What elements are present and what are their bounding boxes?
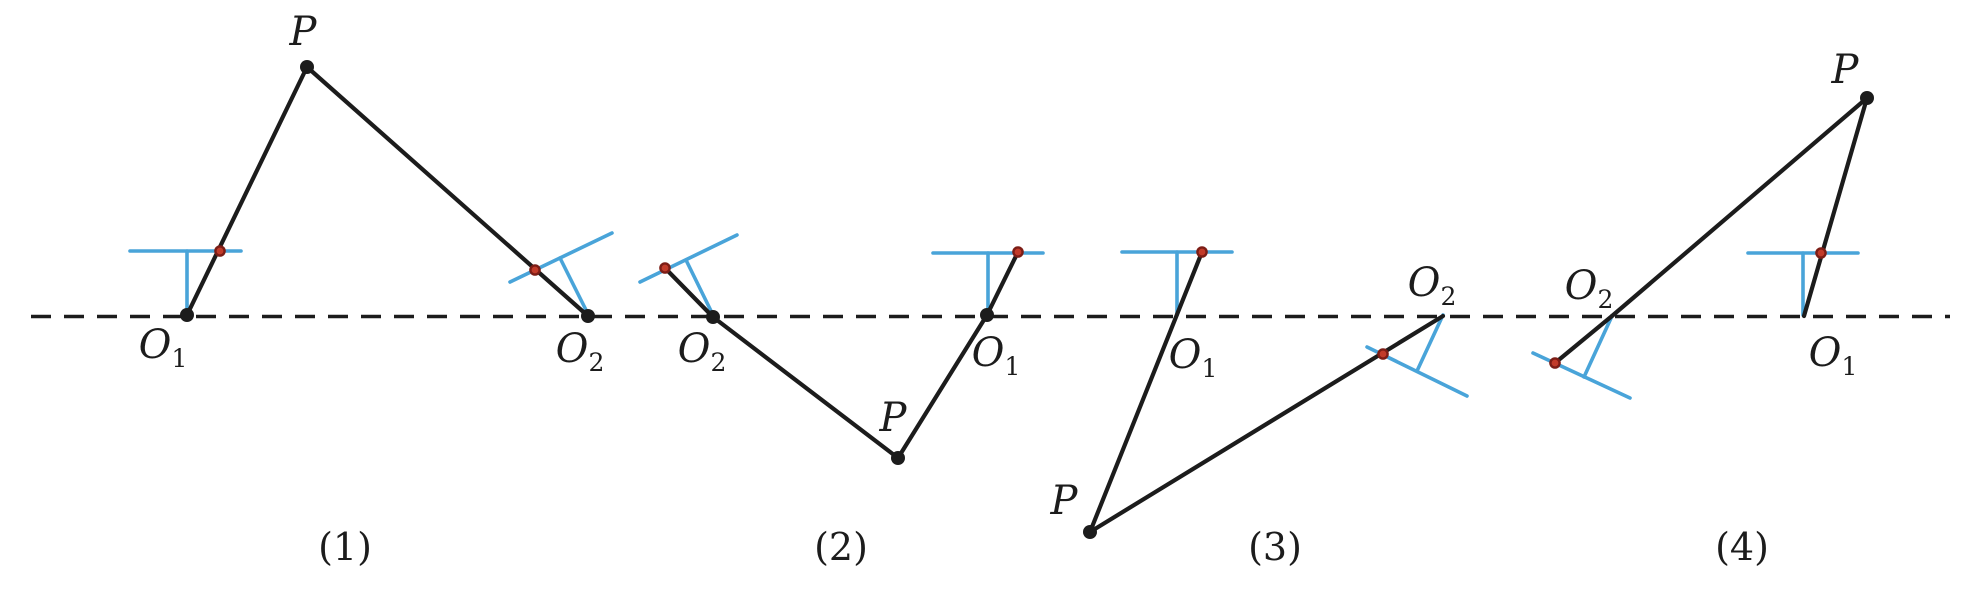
point-label-O1: O1 xyxy=(1809,330,1858,381)
figure-caption-2: (2) xyxy=(814,525,868,569)
mirror-2 xyxy=(1746,251,1860,317)
incidence-red-dot xyxy=(1196,246,1208,258)
point-dot xyxy=(180,308,194,322)
figure-caption-4: (4) xyxy=(1715,525,1769,569)
incidence-red-dot xyxy=(1012,246,1024,258)
label-subscript: 2 xyxy=(588,348,604,377)
point-label-P: P xyxy=(879,395,908,441)
label-subscript: 1 xyxy=(1004,352,1020,381)
incidence-red-dot xyxy=(529,264,541,276)
mirror-1 xyxy=(1531,314,1632,400)
mirror-bar xyxy=(1531,351,1632,400)
point-dot xyxy=(300,60,314,74)
label-subscript: 2 xyxy=(1597,285,1613,314)
point-dot xyxy=(1083,525,1097,539)
point-label-O2: O2 xyxy=(1408,260,1457,311)
mirror-1 xyxy=(638,233,739,317)
mirror-stem xyxy=(684,258,715,317)
point-dot xyxy=(1860,91,1874,105)
label-base: O xyxy=(972,330,1005,376)
point-label-O2: O2 xyxy=(556,326,605,377)
light-ray-segment xyxy=(1087,249,1205,535)
point-dot xyxy=(891,451,905,465)
light-ray-segment xyxy=(984,249,1021,318)
figure-caption-3: (3) xyxy=(1248,525,1302,569)
mirror-bar xyxy=(638,233,739,284)
mirror-2 xyxy=(508,231,614,316)
figure-caption-1: (1) xyxy=(318,525,372,569)
point-label-P: P xyxy=(1831,47,1860,93)
point-label-O1: O1 xyxy=(139,322,188,373)
point-label-O2: O2 xyxy=(1565,263,1614,314)
incidence-red-dot xyxy=(214,245,226,257)
label-subscript: 2 xyxy=(710,348,726,377)
label-subscript: 1 xyxy=(1201,354,1217,383)
point-label-O1: O1 xyxy=(972,330,1021,381)
label-base: O xyxy=(678,326,711,372)
incidence-red-dot xyxy=(659,262,671,274)
label-subscript: 1 xyxy=(1841,352,1857,381)
incidence-red-dot xyxy=(1549,357,1561,369)
light-ray-segment xyxy=(895,312,990,461)
incidence-red-dot xyxy=(1815,247,1827,259)
light-ray-segment xyxy=(184,64,310,318)
mirror-stem xyxy=(558,256,590,316)
label-base: O xyxy=(1809,330,1842,376)
label-subscript: 1 xyxy=(171,344,187,373)
mirror-1 xyxy=(1120,250,1234,317)
point-label-O1: O1 xyxy=(1169,332,1218,383)
label-base: O xyxy=(1565,263,1598,309)
label-base: O xyxy=(139,322,172,368)
light-ray-segment xyxy=(304,64,591,319)
incidence-red-dot xyxy=(1377,348,1389,360)
mirror-2 xyxy=(931,251,1045,316)
label-subscript: 2 xyxy=(1440,282,1456,311)
point-dot xyxy=(980,308,994,322)
point-label-P: P xyxy=(1050,478,1079,524)
point-label-P: P xyxy=(289,9,318,55)
point-dot xyxy=(581,309,595,323)
point-label-O2: O2 xyxy=(678,326,727,377)
light-ray-segment xyxy=(1552,313,1615,366)
light-ray-segment xyxy=(1087,313,1446,535)
light-ray-segment xyxy=(1609,95,1870,319)
mirror-stem xyxy=(1415,313,1445,373)
light-ray-segment xyxy=(662,265,716,320)
light-ray-segment xyxy=(1801,95,1870,319)
light-ray-segment xyxy=(710,314,901,461)
label-base: O xyxy=(1408,260,1441,306)
mirror-1 xyxy=(128,249,243,315)
mirror-stem xyxy=(1582,314,1614,379)
point-dot xyxy=(706,310,720,324)
label-base: O xyxy=(1169,332,1202,378)
label-base: O xyxy=(556,326,589,372)
